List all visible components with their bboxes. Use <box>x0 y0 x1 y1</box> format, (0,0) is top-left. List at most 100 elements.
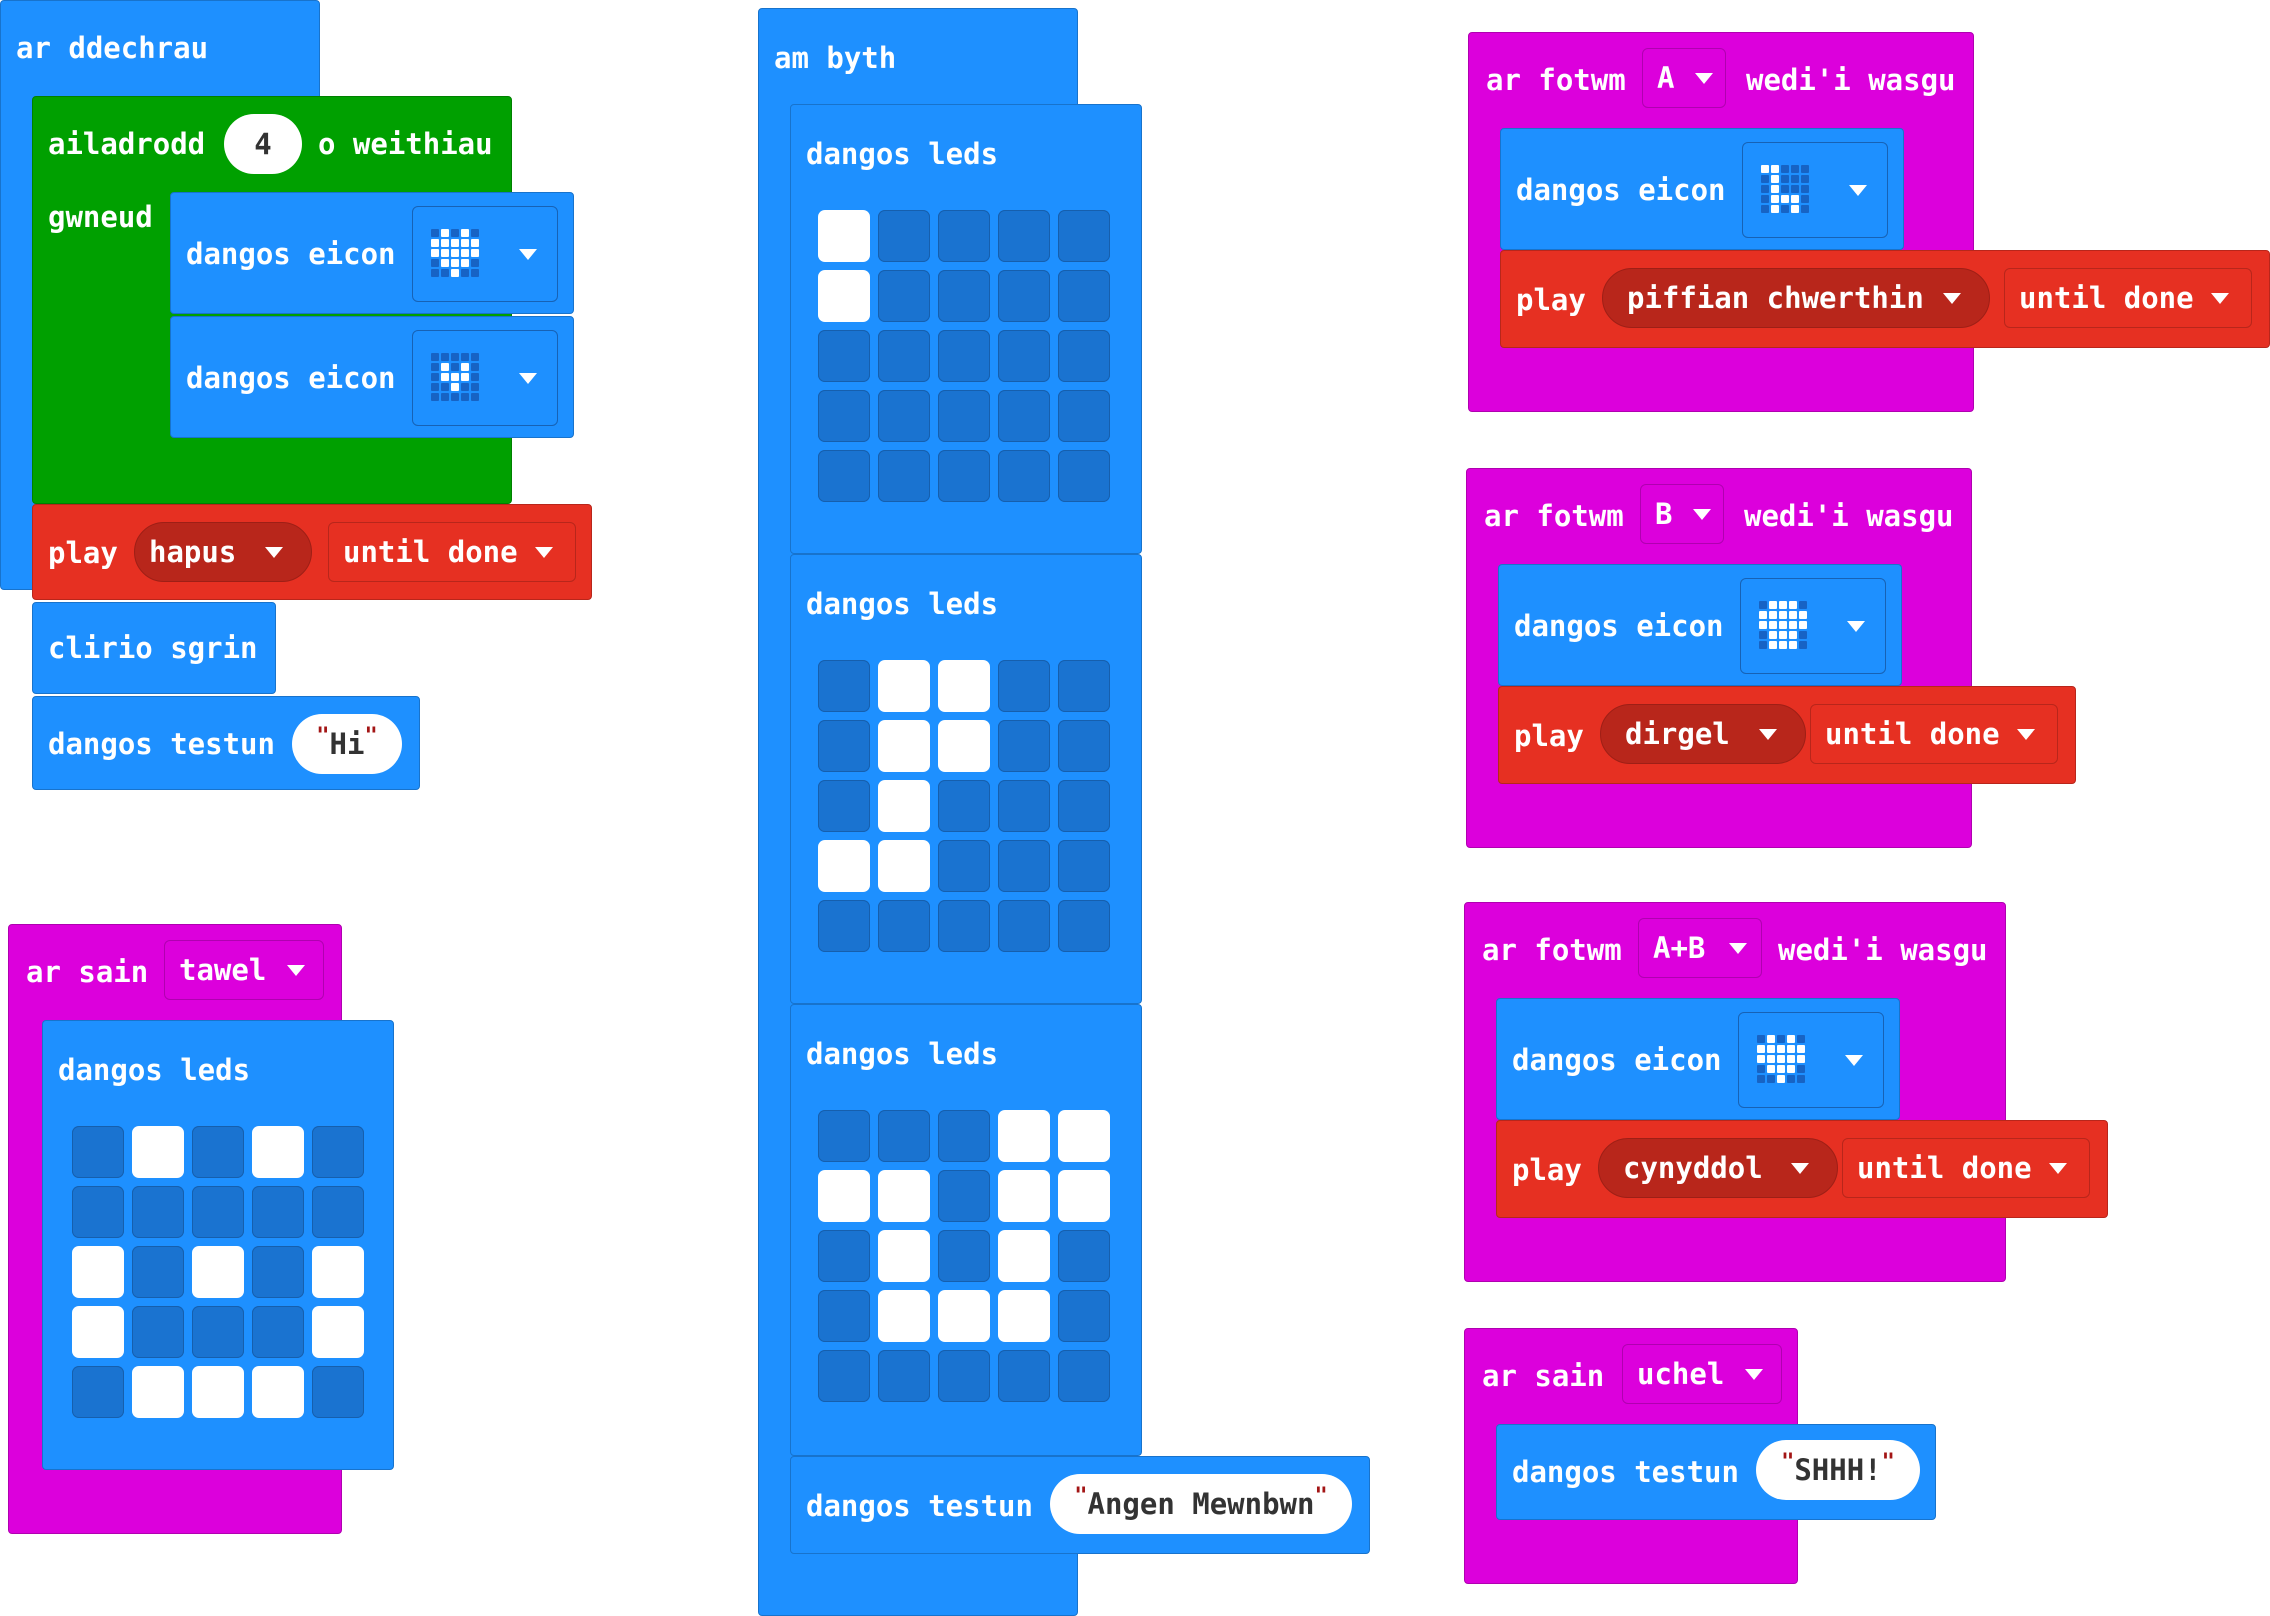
led-cell-3-3[interactable] <box>938 780 990 832</box>
led-cell-2-1[interactable] <box>818 1170 870 1222</box>
led-cell-1-3[interactable] <box>938 210 990 262</box>
led-cell-3-5[interactable] <box>1058 330 1110 382</box>
led-cell-5-4[interactable] <box>998 900 1050 952</box>
string-input[interactable]: "Hi" <box>292 714 402 774</box>
led-cell-4-3[interactable] <box>192 1306 244 1358</box>
led-cell-1-1[interactable] <box>818 660 870 712</box>
led-cell-5-4[interactable] <box>998 450 1050 502</box>
led-cell-2-5[interactable] <box>1058 1170 1110 1222</box>
led-cell-3-3[interactable] <box>938 330 990 382</box>
led-cell-3-2[interactable] <box>878 1230 930 1282</box>
led-cell-4-2[interactable] <box>878 1290 930 1342</box>
led-grid-1[interactable] <box>818 210 1110 502</box>
led-cell-4-4[interactable] <box>998 840 1050 892</box>
led-cell-1-4[interactable] <box>998 210 1050 262</box>
led-cell-5-5[interactable] <box>1058 450 1110 502</box>
sound-level-dropdown[interactable]: tawel <box>164 940 324 1000</box>
led-cell-1-1[interactable] <box>72 1126 124 1178</box>
led-cell-1-2[interactable] <box>878 210 930 262</box>
led-cell-2-3[interactable] <box>192 1186 244 1238</box>
led-cell-4-4[interactable] <box>252 1306 304 1358</box>
melody-dropdown[interactable]: dirgel <box>1600 704 1806 764</box>
led-cell-4-5[interactable] <box>1058 1290 1110 1342</box>
string-input[interactable]: "Angen Mewnbwn" <box>1050 1474 1352 1534</box>
led-cell-2-2[interactable] <box>132 1186 184 1238</box>
led-cell-2-4[interactable] <box>252 1186 304 1238</box>
led-grid-2[interactable] <box>818 660 1110 952</box>
led-cell-4-3[interactable] <box>938 840 990 892</box>
led-cell-3-4[interactable] <box>998 780 1050 832</box>
led-cell-5-1[interactable] <box>818 900 870 952</box>
led-cell-4-2[interactable] <box>132 1306 184 1358</box>
play-mode-dropdown[interactable]: until done <box>2004 268 2252 328</box>
play-mode-dropdown[interactable]: until done <box>1842 1138 2090 1198</box>
led-cell-4-2[interactable] <box>878 840 930 892</box>
sound-level-dropdown[interactable]: uchel <box>1622 1344 1782 1404</box>
icon-dropdown-1[interactable] <box>412 206 558 302</box>
icon-dropdown-2[interactable] <box>412 330 558 426</box>
led-cell-2-3[interactable] <box>938 1170 990 1222</box>
led-cell-4-1[interactable] <box>72 1306 124 1358</box>
led-cell-5-2[interactable] <box>878 900 930 952</box>
led-cell-2-2[interactable] <box>878 720 930 772</box>
led-cell-2-3[interactable] <box>938 270 990 322</box>
led-cell-4-1[interactable] <box>818 1290 870 1342</box>
led-cell-1-4[interactable] <box>252 1126 304 1178</box>
led-cell-3-5[interactable] <box>1058 1230 1110 1282</box>
led-cell-3-3[interactable] <box>938 1230 990 1282</box>
led-cell-1-5[interactable] <box>1058 1110 1110 1162</box>
led-cell-3-1[interactable] <box>818 330 870 382</box>
led-cell-2-1[interactable] <box>818 720 870 772</box>
led-cell-5-2[interactable] <box>878 1350 930 1402</box>
led-cell-2-2[interactable] <box>878 270 930 322</box>
led-cell-4-5[interactable] <box>1058 390 1110 442</box>
led-cell-3-4[interactable] <box>252 1246 304 1298</box>
led-cell-1-4[interactable] <box>998 1110 1050 1162</box>
led-cell-4-1[interactable] <box>818 840 870 892</box>
led-cell-5-4[interactable] <box>998 1350 1050 1402</box>
led-cell-5-2[interactable] <box>132 1366 184 1418</box>
icon-dropdown[interactable] <box>1742 142 1888 238</box>
led-cell-3-4[interactable] <box>998 330 1050 382</box>
icon-dropdown[interactable] <box>1738 1012 1884 1108</box>
led-cell-4-3[interactable] <box>938 390 990 442</box>
led-cell-3-1[interactable] <box>72 1246 124 1298</box>
led-cell-1-1[interactable] <box>818 1110 870 1162</box>
led-cell-2-4[interactable] <box>998 720 1050 772</box>
button-dropdown[interactable]: A <box>1642 48 1726 108</box>
led-grid[interactable] <box>72 1126 364 1418</box>
led-cell-2-2[interactable] <box>878 1170 930 1222</box>
led-cell-3-2[interactable] <box>132 1246 184 1298</box>
led-cell-3-1[interactable] <box>818 1230 870 1282</box>
led-cell-1-5[interactable] <box>312 1126 364 1178</box>
play-mode-dropdown[interactable]: until done <box>328 522 576 582</box>
led-cell-2-3[interactable] <box>938 720 990 772</box>
led-cell-1-2[interactable] <box>132 1126 184 1178</box>
button-dropdown[interactable]: A+B <box>1638 918 1762 978</box>
led-cell-4-1[interactable] <box>818 390 870 442</box>
led-cell-3-3[interactable] <box>192 1246 244 1298</box>
led-cell-5-1[interactable] <box>818 1350 870 1402</box>
led-cell-5-1[interactable] <box>72 1366 124 1418</box>
led-cell-4-5[interactable] <box>312 1306 364 1358</box>
led-cell-5-5[interactable] <box>1058 900 1110 952</box>
led-cell-4-4[interactable] <box>998 390 1050 442</box>
led-cell-1-5[interactable] <box>1058 660 1110 712</box>
led-cell-4-2[interactable] <box>878 390 930 442</box>
led-cell-5-3[interactable] <box>938 450 990 502</box>
led-cell-1-3[interactable] <box>192 1126 244 1178</box>
led-cell-5-4[interactable] <box>252 1366 304 1418</box>
led-cell-3-2[interactable] <box>878 780 930 832</box>
led-cell-5-5[interactable] <box>1058 1350 1110 1402</box>
led-cell-4-4[interactable] <box>998 1290 1050 1342</box>
led-cell-1-3[interactable] <box>938 1110 990 1162</box>
led-cell-3-5[interactable] <box>1058 780 1110 832</box>
play-mode-dropdown[interactable]: until done <box>1810 704 2058 764</box>
led-cell-5-3[interactable] <box>192 1366 244 1418</box>
led-cell-1-1[interactable] <box>818 210 870 262</box>
led-grid-3[interactable] <box>818 1110 1110 1402</box>
repeat-count-input[interactable]: 4 <box>224 114 302 174</box>
led-cell-3-4[interactable] <box>998 1230 1050 1282</box>
led-cell-1-2[interactable] <box>878 1110 930 1162</box>
led-cell-2-4[interactable] <box>998 1170 1050 1222</box>
